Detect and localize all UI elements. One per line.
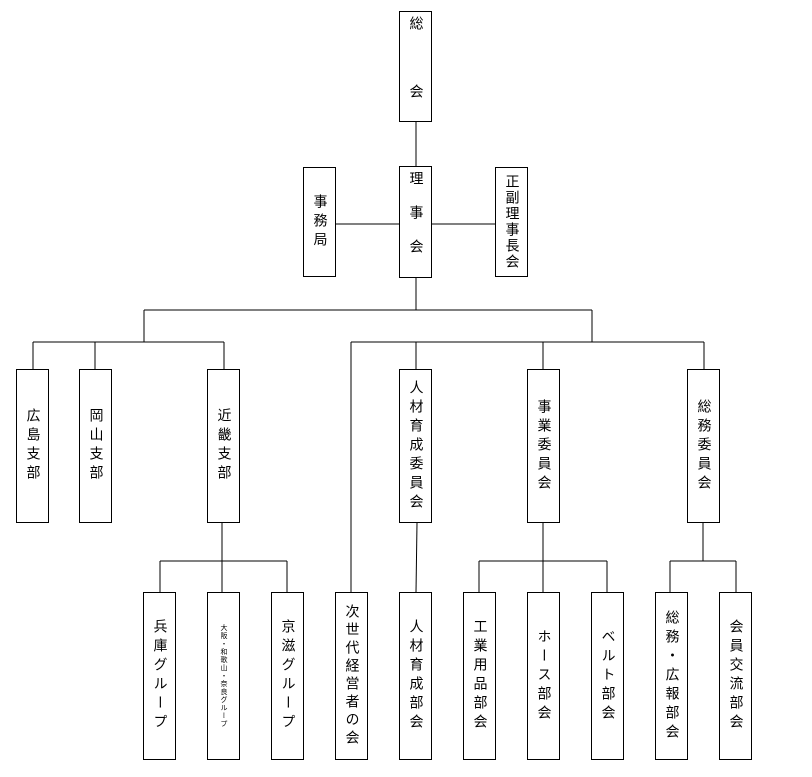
kinki-branch-label: 近畿支部 (215, 408, 232, 484)
hr-development-section-label: 人材育成部会 (407, 619, 424, 733)
belt-section-box: ベルト部会 (591, 592, 624, 760)
hiroshima-branch-box: 広島支部 (16, 369, 49, 523)
general-affairs-committee-label: 総務委員会 (695, 398, 712, 494)
hyogo-group-box: 兵庫グループ (143, 592, 176, 760)
business-committee-box: 事業委員会 (527, 369, 560, 523)
kyoto-shiga-group-label: 京滋グループ (279, 619, 296, 733)
okayama-branch-box: 岡山支部 (79, 369, 112, 523)
belt-section-label: ベルト部会 (599, 628, 616, 724)
hose-section-box: ホース部会 (527, 592, 560, 760)
hr-development-section-box: 人材育成部会 (399, 592, 432, 760)
chair-vice-chair-meeting-label: 正副理事長会 (503, 174, 520, 270)
general-pr-section-box: 総務・広報部会 (655, 592, 688, 760)
next-generation-managers-label: 次世代経営者の会 (343, 604, 360, 748)
hose-section-label: ホース部会 (535, 628, 552, 724)
industrial-supplies-section-box: 工業用品部会 (463, 592, 496, 760)
hr-development-committee-label: 人材育成委員会 (407, 379, 424, 513)
kinki-branch-box: 近畿支部 (207, 369, 240, 523)
secretariat-label: 事務局 (311, 193, 328, 251)
board-label: 理事会 (407, 171, 424, 273)
general-affairs-committee-box: 総務委員会 (687, 369, 720, 523)
osaka-wakayama-nara-group-box: 大阪・和歌山・奈良グループ (207, 592, 240, 760)
member-exchange-section-box: 会員交流部会 (719, 592, 752, 760)
hyogo-group-label: 兵庫グループ (151, 619, 168, 733)
kyoto-shiga-group-box: 京滋グループ (271, 592, 304, 760)
chair-vice-chair-meeting-box: 正副理事長会 (495, 167, 528, 277)
hiroshima-branch-label: 広島支部 (24, 408, 41, 484)
general-assembly-label: 総 会 (407, 15, 424, 118)
okayama-branch-label: 岡山支部 (87, 408, 104, 484)
next-generation-managers-box: 次世代経営者の会 (335, 592, 368, 760)
secretariat-box: 事務局 (303, 167, 336, 277)
general-assembly-box: 総 会 (399, 11, 432, 122)
hr-development-committee-box: 人材育成委員会 (399, 369, 432, 523)
industrial-supplies-section-label: 工業用品部会 (471, 619, 488, 733)
osaka-wakayama-nara-group-label: 大阪・和歌山・奈良グループ (220, 624, 228, 728)
member-exchange-section-label: 会員交流部会 (727, 619, 744, 733)
board-box: 理事会 (399, 166, 432, 278)
business-committee-label: 事業委員会 (535, 398, 552, 494)
general-pr-section-label: 総務・広報部会 (663, 609, 680, 743)
